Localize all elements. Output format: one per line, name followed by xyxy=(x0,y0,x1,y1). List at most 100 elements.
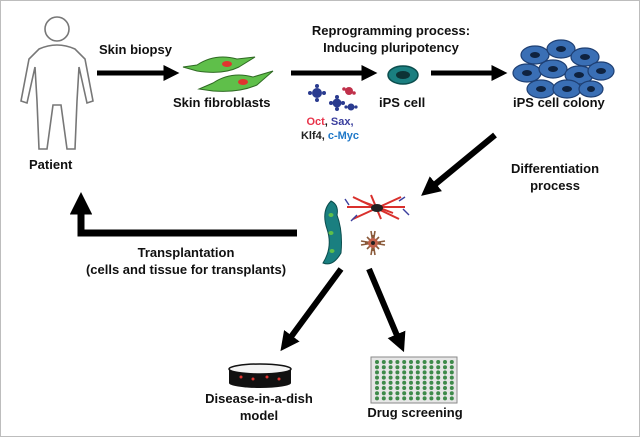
well xyxy=(422,360,427,364)
well xyxy=(375,386,379,390)
well xyxy=(388,396,393,401)
well xyxy=(415,391,420,396)
ips-cell-label: iPS cell xyxy=(379,95,426,110)
well xyxy=(436,386,441,390)
well xyxy=(415,365,420,370)
well xyxy=(402,360,407,364)
well xyxy=(443,386,447,390)
differentiation-label-line1: Differentiation xyxy=(510,161,600,176)
factor-sax: Sax, xyxy=(330,116,354,128)
well xyxy=(388,380,393,385)
well xyxy=(388,391,393,396)
well xyxy=(395,386,400,390)
well xyxy=(415,386,420,390)
well xyxy=(409,370,413,375)
well xyxy=(429,386,434,390)
well xyxy=(409,380,413,385)
well xyxy=(395,391,400,396)
well xyxy=(388,386,393,390)
well xyxy=(402,365,407,370)
well xyxy=(429,360,434,364)
well xyxy=(381,396,386,401)
well xyxy=(422,396,427,401)
well xyxy=(381,386,386,390)
well xyxy=(429,370,434,375)
well xyxy=(409,365,413,370)
well xyxy=(402,370,407,375)
well xyxy=(436,365,441,370)
well xyxy=(395,375,400,380)
well xyxy=(443,380,447,385)
drug-screening-label: Drug screening xyxy=(367,405,463,420)
well xyxy=(429,375,434,380)
disease-model-label-line1: Disease-in-a-dish xyxy=(205,391,313,406)
well xyxy=(381,360,386,364)
transplantation-arrow xyxy=(69,192,297,237)
well xyxy=(443,375,447,380)
well xyxy=(436,375,441,380)
well xyxy=(429,380,434,385)
well xyxy=(449,360,454,364)
ips-colony-label: iPS cell colony xyxy=(513,95,605,110)
well xyxy=(381,391,386,396)
well xyxy=(449,386,454,390)
well xyxy=(375,391,379,396)
factors-line2: Klf4, c-Myc xyxy=(291,130,369,143)
well xyxy=(381,380,386,385)
well xyxy=(375,365,379,370)
differentiation-label-line2: process xyxy=(530,178,580,193)
well xyxy=(422,370,427,375)
well xyxy=(422,375,427,380)
disease-model-arrow xyxy=(280,267,344,352)
well xyxy=(381,365,386,370)
well xyxy=(409,375,413,380)
well xyxy=(375,370,379,375)
transplantation-label-line1: Transplantation xyxy=(137,245,235,260)
ips-cell-icon xyxy=(387,65,419,85)
well xyxy=(436,396,441,401)
disease-model-label-line2: model xyxy=(239,408,279,423)
well xyxy=(388,365,393,370)
well xyxy=(415,375,420,380)
well xyxy=(395,360,400,364)
skin-fibroblasts-label: Skin fibroblasts xyxy=(173,95,271,110)
transcription-factors-icon xyxy=(308,84,358,111)
well xyxy=(449,380,454,385)
well xyxy=(415,380,420,385)
well xyxy=(409,386,413,390)
well xyxy=(443,365,447,370)
factors-line1: Oct, Sax, xyxy=(306,116,354,128)
reprogramming-title-line1: Reprogramming process: xyxy=(311,23,471,38)
well xyxy=(375,360,379,364)
well xyxy=(429,396,434,401)
well xyxy=(415,396,420,401)
well xyxy=(409,360,413,364)
well-plate-icon xyxy=(370,356,458,404)
well xyxy=(395,365,400,370)
factor-oct: Oct xyxy=(306,116,325,128)
factor-klf4: Klf4, xyxy=(300,130,325,142)
well xyxy=(375,396,379,401)
well xyxy=(449,375,454,380)
ips-colony-icon xyxy=(512,39,615,99)
well xyxy=(443,391,447,396)
well xyxy=(415,370,420,375)
patient-icon xyxy=(20,16,94,150)
well xyxy=(395,380,400,385)
well xyxy=(436,370,441,375)
well xyxy=(375,380,379,385)
well xyxy=(443,360,447,364)
well xyxy=(449,396,454,401)
well xyxy=(381,375,386,380)
well xyxy=(429,365,434,370)
well xyxy=(395,370,400,375)
differentiation-arrow xyxy=(421,132,497,196)
patient-label: Patient xyxy=(29,157,73,172)
well xyxy=(422,380,427,385)
differentiated-cells-icon xyxy=(322,194,410,265)
well xyxy=(422,365,427,370)
well xyxy=(375,375,379,380)
well xyxy=(381,370,386,375)
